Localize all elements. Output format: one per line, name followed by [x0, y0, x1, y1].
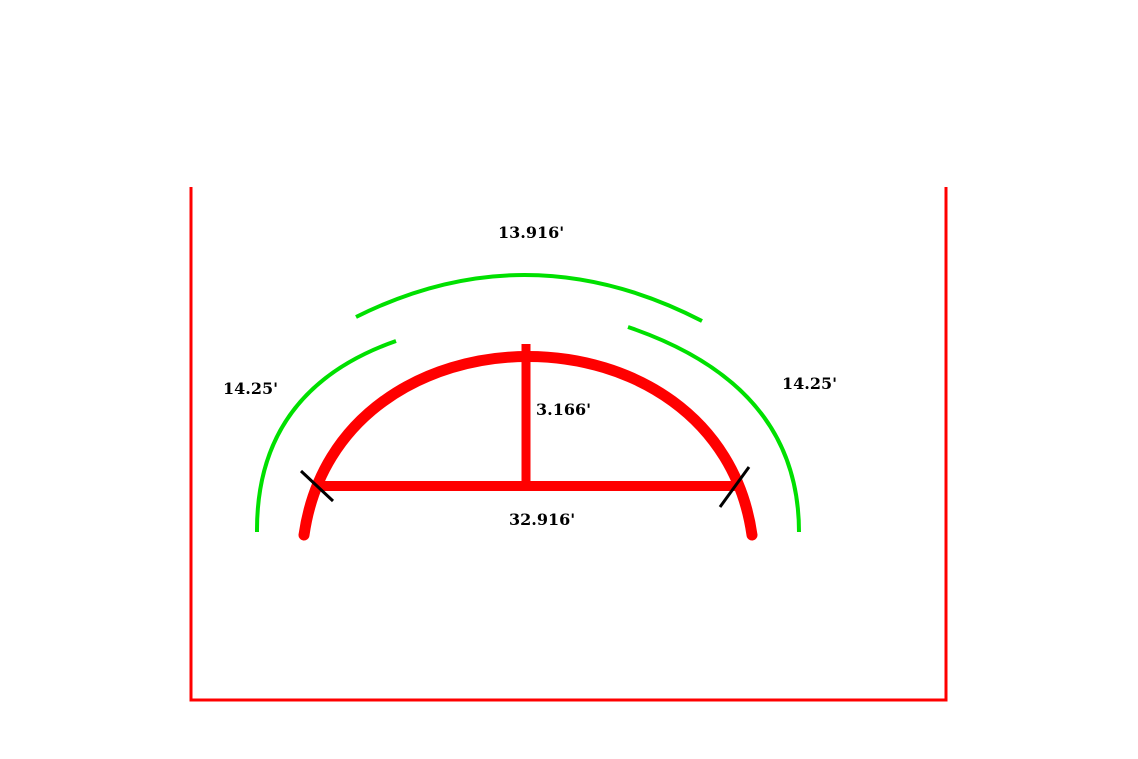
right-chord-tick: [718, 466, 751, 508]
left-chord-tick: [299, 469, 335, 503]
top-arc-dimension: [355, 273, 703, 323]
left-arc-dimension: [254, 339, 397, 533]
right-arc-label: 14.25': [782, 374, 837, 393]
rise-label: 3.166': [536, 400, 591, 419]
frame-border: [189, 187, 948, 702]
right-arc-dimension: [627, 325, 801, 533]
left-arc-label: 14.25': [223, 379, 278, 398]
chord-label: 32.916': [509, 510, 575, 529]
top-arc-label: 13.916': [498, 223, 564, 242]
